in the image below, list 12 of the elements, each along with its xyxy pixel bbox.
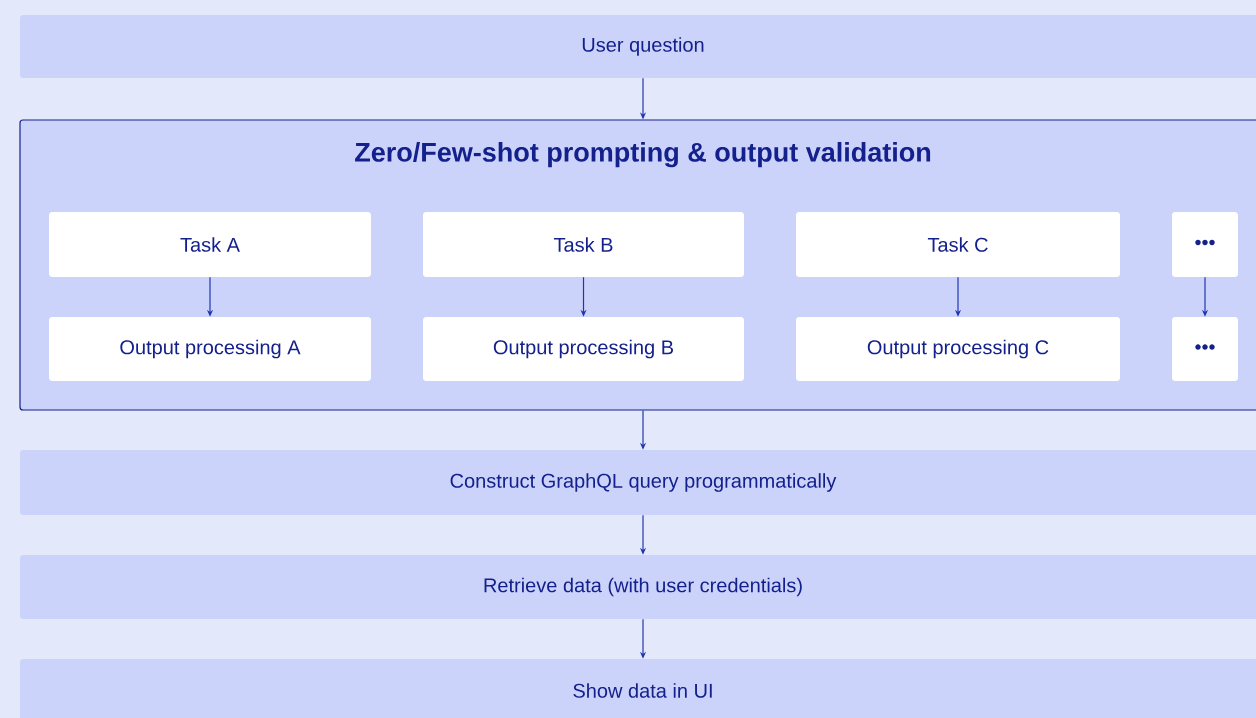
task-box: Task C	[796, 212, 1120, 277]
task-box: Task B	[423, 212, 744, 277]
process-box: Retrieve data (with user credentials)	[20, 555, 1256, 619]
process-box: User question	[20, 15, 1256, 78]
process-box: Construct GraphQL query programmatically	[20, 450, 1256, 515]
task-box: Output processing C	[796, 317, 1120, 381]
task-box: Task A	[49, 212, 371, 277]
process-box: Show data in UI	[20, 659, 1256, 718]
task-box: •••	[1172, 212, 1238, 277]
task-box: Output processing A	[49, 317, 371, 381]
task-box: Output processing B	[423, 317, 744, 381]
task-box: •••	[1172, 317, 1238, 381]
